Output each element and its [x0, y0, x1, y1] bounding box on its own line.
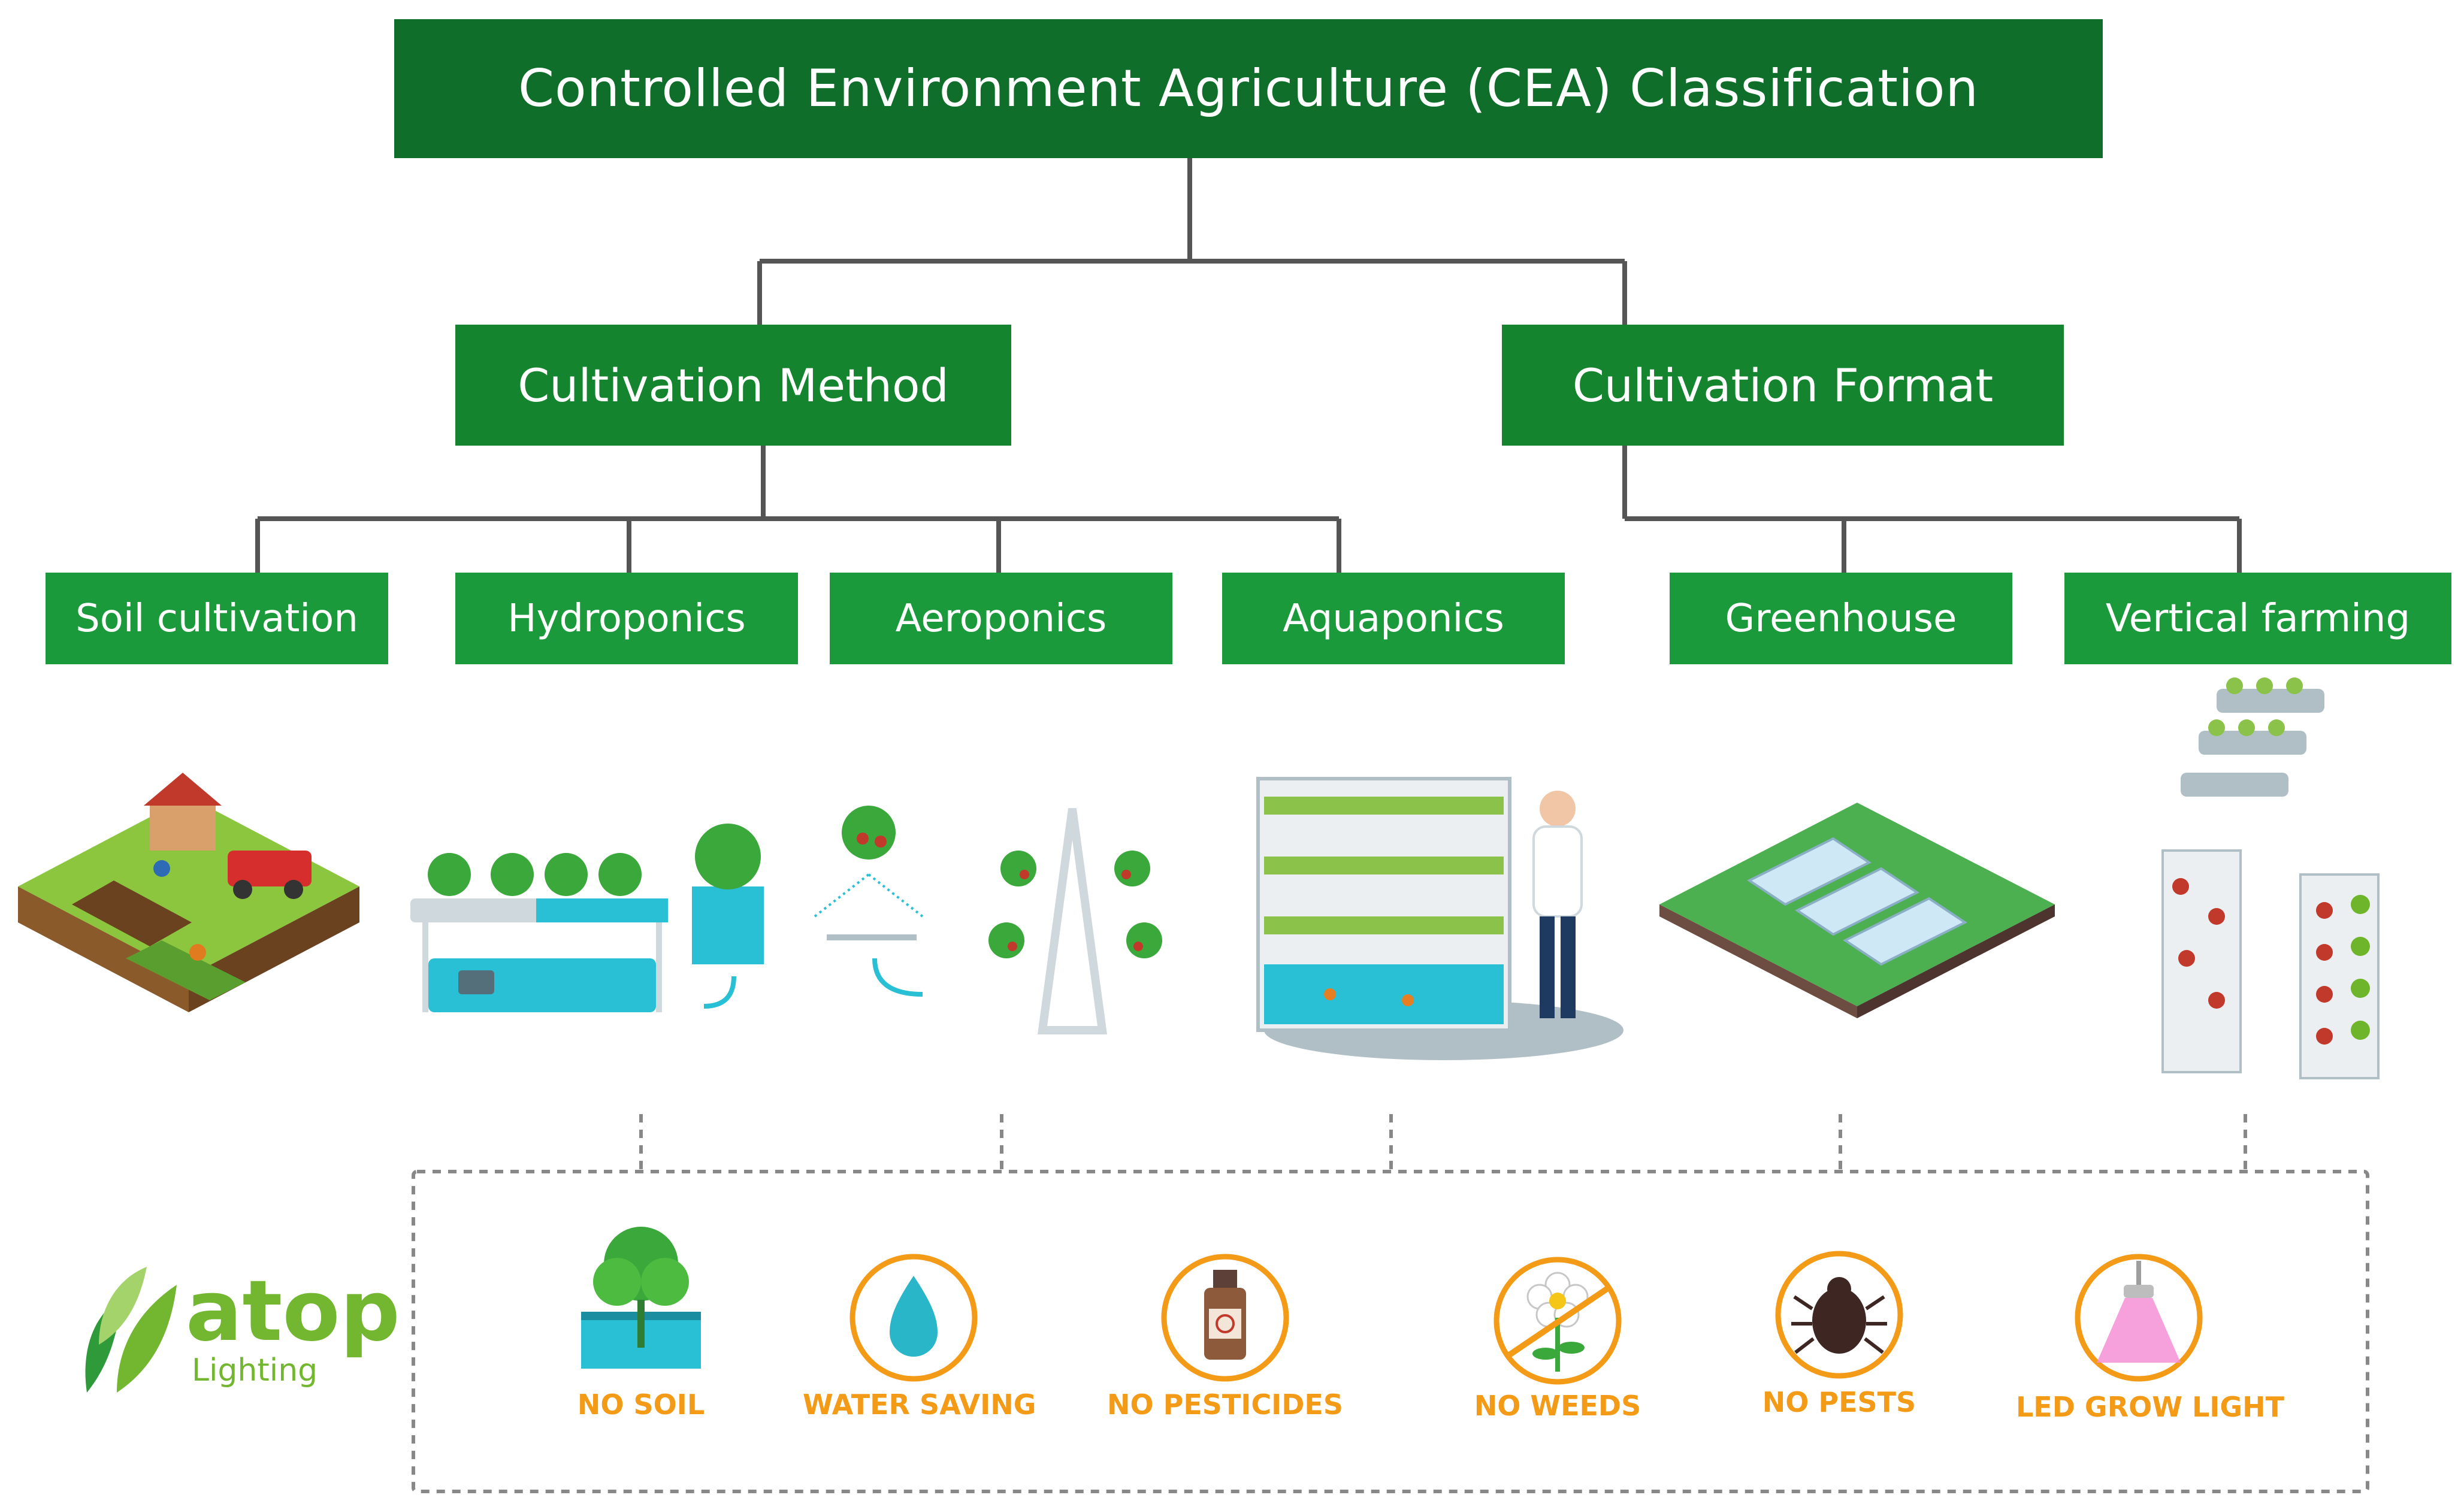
vertical-farming-illustration	[2161, 677, 2380, 1079]
atop-logo-icon	[85, 1267, 177, 1393]
lettuce-icon	[581, 1227, 701, 1369]
leaf-label: Greenhouse	[1725, 596, 1957, 641]
leaf-label: Vertical farming	[2105, 596, 2411, 641]
cultivation-format-box: Cultivation Format	[1502, 325, 2064, 446]
aquaponics-box: Aquaponics	[1222, 573, 1565, 664]
benefit-label-no-soil: NO SOIL	[577, 1388, 705, 1421]
benefit-label-no-weeds: NO WEEDS	[1474, 1390, 1641, 1422]
leaf-label: Aeroponics	[895, 596, 1107, 641]
benefit-label-no-pests: NO PESTS	[1762, 1386, 1916, 1418]
leaf-label: Aquaponics	[1283, 596, 1504, 641]
branch-label: Cultivation Method	[518, 358, 949, 412]
title-box: Controlled Environment Agriculture (CEA)…	[394, 19, 2103, 158]
grow-light-icon	[2075, 1254, 2203, 1382]
benefit-label-led-grow-light: LED GROW LIGHT	[2016, 1391, 2285, 1423]
branch-label: Cultivation Format	[1572, 358, 1994, 412]
leaf-label: Hydroponics	[507, 596, 746, 641]
logo-name: atop	[186, 1263, 400, 1360]
water-drop-icon	[849, 1254, 978, 1382]
hydroponics-box: Hydroponics	[455, 573, 798, 664]
benefit-label-no-pesticides: NO PESTICIDES	[1107, 1388, 1343, 1421]
vertical-farming-box: Vertical farming	[2064, 573, 2451, 664]
benefit-label-water-saving: WATER SAVING	[803, 1388, 1036, 1421]
cultivation-method-box: Cultivation Method	[455, 325, 1011, 446]
leaf-label: Soil cultivation	[75, 596, 358, 641]
logo-sub: Lighting	[192, 1352, 318, 1388]
hydroponics-illustration	[410, 824, 764, 1012]
soil-cultivation-box: Soil cultivation	[46, 573, 388, 664]
aeroponics-illustration	[814, 806, 1162, 1034]
soil-farm-illustration	[18, 773, 359, 1012]
no-weeds-flower-icon	[1493, 1257, 1622, 1385]
aeroponics-box: Aeroponics	[830, 573, 1172, 664]
greenhouse-illustration	[1659, 803, 2055, 1018]
bug-icon	[1775, 1251, 1903, 1379]
pesticide-bottle-icon	[1161, 1254, 1289, 1382]
aquaponics-illustration	[1256, 777, 1623, 1060]
greenhouse-box: Greenhouse	[1670, 573, 2012, 664]
diagram-title: Controlled Environment Agriculture (CEA)…	[518, 59, 1979, 119]
